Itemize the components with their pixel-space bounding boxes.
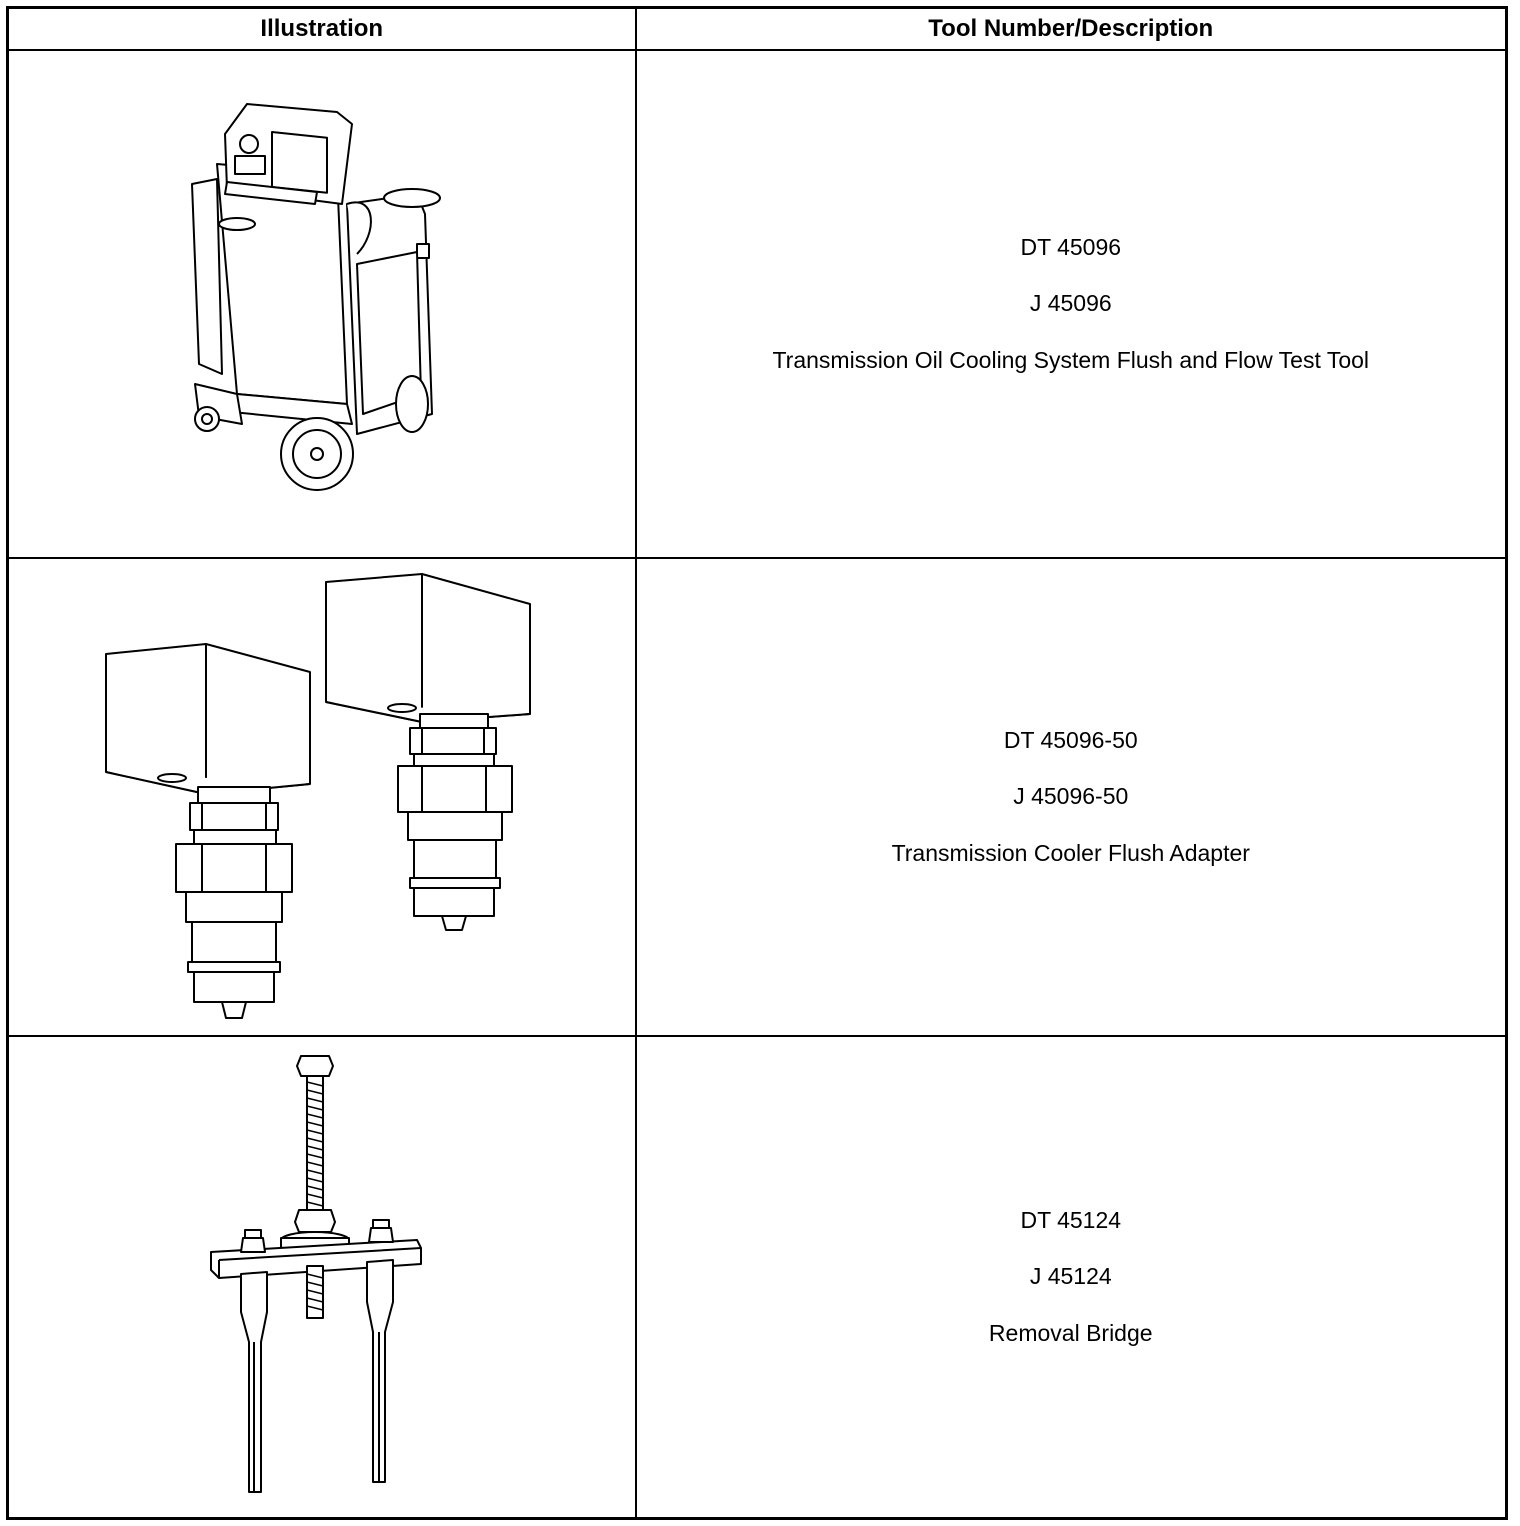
illustration-cell [6, 49, 637, 559]
tool-number-j: J 45096 [1029, 290, 1112, 317]
tool-description: Removal Bridge [988, 1319, 1153, 1346]
tool-number-dt: DT 45096 [1020, 233, 1122, 260]
tool-description-cell: DT 45096 J 45096 Transmission Oil Coolin… [634, 49, 1508, 559]
table-row: DT 45124 J 45124 Removal Bridge [6, 1035, 1508, 1520]
tool-number-dt: DT 45096-50 [1003, 726, 1138, 753]
tool-number-j: J 45124 [1029, 1263, 1112, 1290]
header-tool-number-description: Tool Number/Description [634, 6, 1508, 51]
tool-number-dt: DT 45124 [1020, 1206, 1122, 1233]
illustration-cell [6, 1035, 637, 1520]
header-row: Illustration Tool Number/Description [6, 6, 1508, 51]
header-illustration: Illustration [6, 6, 637, 51]
tool-description: Transmission Cooler Flush Adapter [891, 839, 1250, 866]
flush-machine-icon [177, 94, 467, 514]
adapter-right [326, 574, 530, 930]
tool-description-cell: DT 45124 J 45124 Removal Bridge [634, 1035, 1508, 1520]
tool-description: Transmission Oil Cooling System Flush an… [772, 346, 1370, 373]
tool-table: Illustration Tool Number/Description [6, 6, 1508, 1520]
tool-number-j: J 45096-50 [1013, 783, 1129, 810]
removal-bridge-icon [207, 1052, 437, 1502]
table-row: DT 45096 J 45096 Transmission Oil Coolin… [6, 49, 1508, 559]
adapter-left [106, 644, 310, 1018]
table-row: DT 45096-50 J 45096-50 Transmission Cool… [6, 557, 1508, 1037]
tool-description-cell: DT 45096-50 J 45096-50 Transmission Cool… [634, 557, 1508, 1037]
flush-adapter-icon [102, 572, 542, 1022]
illustration-cell [6, 557, 637, 1037]
